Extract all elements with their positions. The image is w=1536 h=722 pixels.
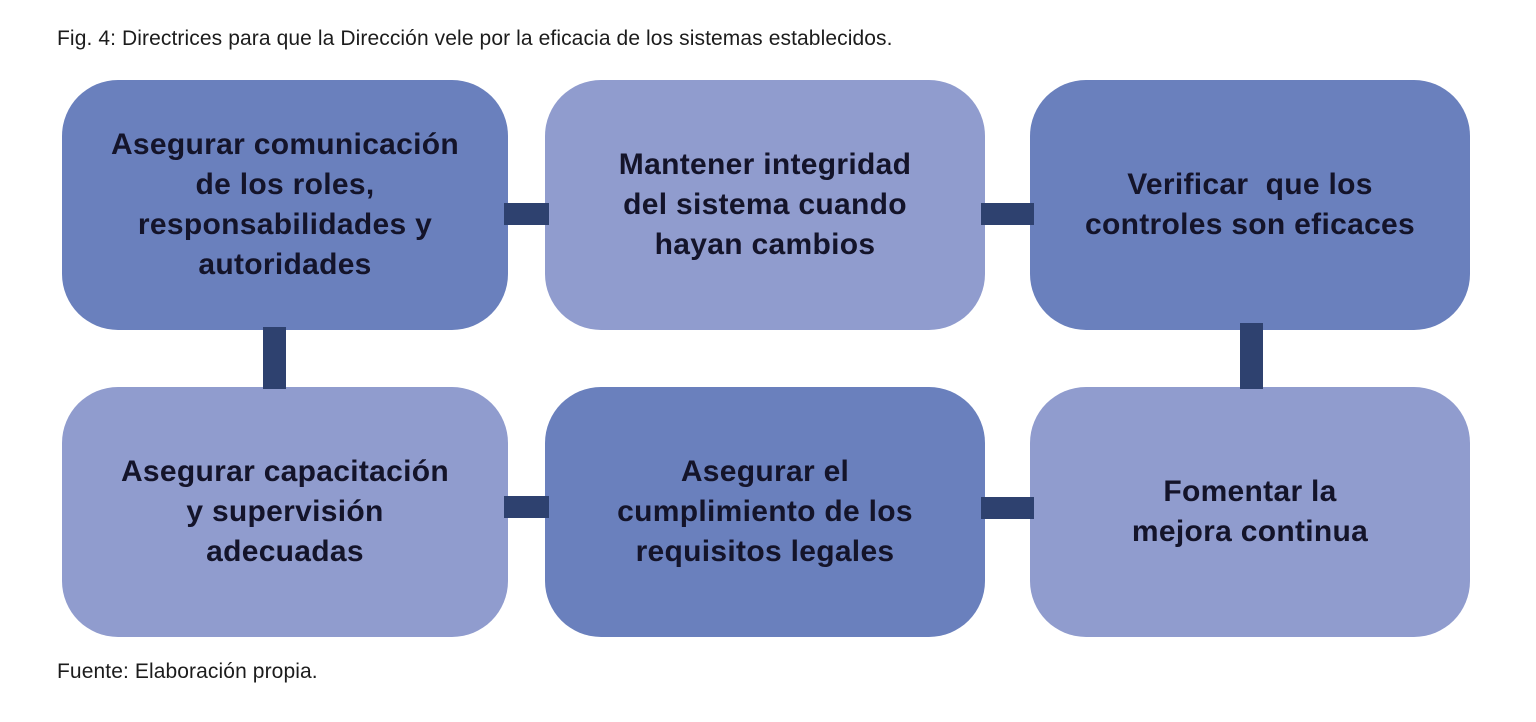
figure-caption: Fig. 4: Directrices para que la Direcció… bbox=[57, 27, 893, 50]
diagram-box-verificar-controles: Verificar que los controles son eficaces bbox=[1030, 80, 1470, 330]
connector-box1-box4 bbox=[263, 327, 286, 389]
diagram-box-mantener-integridad: Mantener integridad del sistema cuando h… bbox=[545, 80, 985, 330]
diagram-box-asegurar-comunicacion: Asegurar comunicación de los roles, resp… bbox=[62, 80, 508, 330]
diagram-box-asegurar-capacitacion: Asegurar capacitación y supervisión adec… bbox=[62, 387, 508, 637]
diagram-box-fomentar-mejora: Fomentar la mejora continua bbox=[1030, 387, 1470, 637]
source-caption: Fuente: Elaboración propia. bbox=[57, 660, 318, 683]
connector-box1-box2 bbox=[504, 203, 549, 225]
connector-box2-box3 bbox=[981, 203, 1034, 225]
connector-box3-box6 bbox=[1240, 323, 1263, 389]
connector-box5-box6 bbox=[981, 497, 1034, 519]
connector-box4-box5 bbox=[504, 496, 549, 518]
diagram-box-asegurar-cumplimiento: Asegurar el cumplimiento de los requisit… bbox=[545, 387, 985, 637]
